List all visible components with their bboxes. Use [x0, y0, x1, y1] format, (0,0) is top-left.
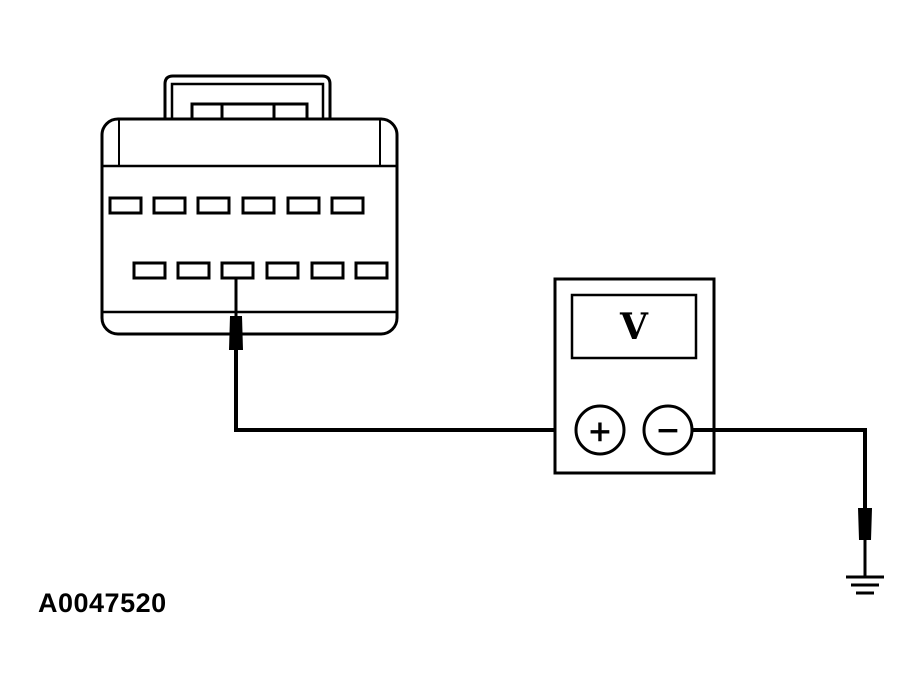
negative-terminal-symbol: − — [655, 413, 680, 448]
positive-lead-wire — [234, 350, 575, 432]
lower-pin-row — [132, 261, 389, 280]
pin-cavity — [108, 196, 143, 215]
pin-cavity — [354, 261, 389, 280]
voltmeter-icon — [553, 277, 716, 475]
connector-probe-icon — [229, 278, 243, 350]
ground-symbol-icon — [846, 575, 884, 595]
ground-probe-icon — [858, 508, 872, 576]
pin-cavity — [196, 196, 231, 215]
upper-pin-row — [108, 196, 365, 215]
positive-terminal-symbol: + — [587, 414, 612, 449]
pin-cavity — [241, 196, 276, 215]
pin-cavity — [152, 196, 187, 215]
negative-lead-wire — [692, 428, 867, 508]
meter-display — [570, 293, 698, 360]
pin-cavity — [330, 196, 365, 215]
pin-cavity — [310, 261, 345, 280]
positive-terminal — [574, 404, 626, 456]
connector-icon — [100, 74, 399, 336]
pin-cavity — [265, 261, 300, 280]
meter-display-symbol: V — [619, 306, 649, 348]
pin-cavity — [220, 261, 255, 280]
figure-id-label: A0047520 — [38, 588, 167, 618]
pin-cavity — [176, 261, 211, 280]
pin-cavity — [132, 261, 167, 280]
pin-cavity — [286, 196, 321, 215]
